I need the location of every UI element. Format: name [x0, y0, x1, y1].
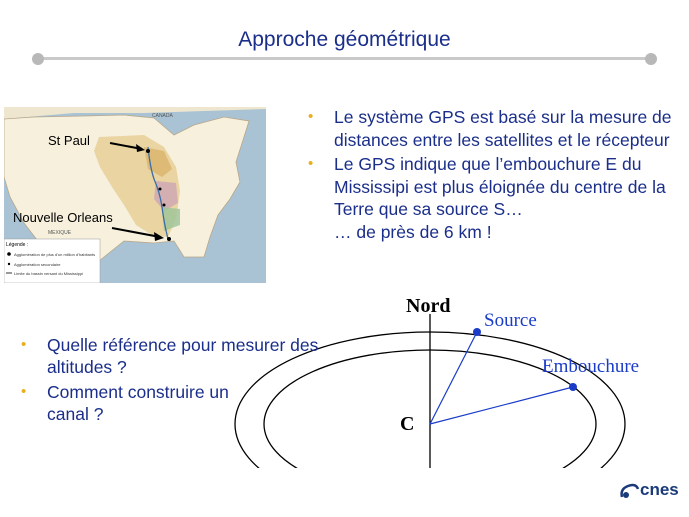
- map-canada: [4, 107, 266, 119]
- city-marker: [158, 187, 162, 191]
- logo-dot-icon: [623, 492, 629, 498]
- logo-swoosh-icon: [620, 483, 640, 498]
- left-bullet-list: •Quelle référence pour mesurer des altit…: [21, 334, 321, 425]
- earth-diagram: Nord Source Embouchure C: [234, 295, 639, 468]
- cnes-logo: [620, 483, 640, 498]
- rule-left-dot: [32, 53, 44, 65]
- bullet-marker: •: [308, 155, 314, 172]
- orleans-marker: [167, 237, 171, 241]
- legend-marker-large: [7, 252, 11, 256]
- mississippi-river: [147, 146, 169, 240]
- label-nouvelle-orleans: Nouvelle Orleans: [13, 210, 113, 225]
- city-marker: [162, 203, 166, 207]
- legend-item: Agglomération secondaire: [14, 262, 61, 267]
- legend-marker-small: [7, 262, 11, 266]
- bullet-item: •Le système GPS est basé sur la mesure d…: [308, 107, 672, 150]
- bullet-item: •Comment construire un canal ?: [21, 382, 229, 424]
- bullet-marker: •: [308, 108, 314, 125]
- bullet-marker: •: [21, 383, 27, 400]
- arrow-orleans: [111, 227, 161, 238]
- label-st-paul: St Paul: [48, 133, 90, 148]
- source-point: [473, 328, 481, 336]
- sub-line: … de près de 6 km !: [334, 221, 492, 242]
- line-to-embouchure: [429, 386, 574, 425]
- bullet-item: •Le GPS indique que l’embouchure E du Mi…: [308, 154, 666, 219]
- mississippi-map: CANADA MEXIQUE St Paul Nouvelle Orleans …: [4, 107, 266, 283]
- title-rule: [38, 57, 652, 60]
- stpaul-marker: [146, 149, 150, 153]
- label-center: C: [400, 413, 414, 435]
- legend-item: Limite du bassin versant du Mississippi: [14, 271, 83, 276]
- label-embouchure: Embouchure: [542, 356, 639, 377]
- line-to-source: [429, 331, 478, 425]
- arrow-st-paul-head: [136, 144, 145, 152]
- legend-item: Agglomération de plus d'un million d'hab…: [14, 252, 95, 257]
- right-bullet-list: •Le système GPS est basé sur la mesure d…: [308, 106, 688, 243]
- map-basin-south: [162, 207, 180, 231]
- legend-title: Légende :: [6, 242, 28, 248]
- embouchure-point: [569, 383, 577, 391]
- label-source: Source: [484, 310, 537, 331]
- arrow-orleans-head: [154, 232, 164, 241]
- map-mexique-label: MEXIQUE: [48, 230, 72, 236]
- map-canada-label: CANADA: [152, 113, 174, 119]
- map-legend: [4, 238, 101, 283]
- rule-right-dot: [645, 53, 657, 65]
- label-nord: Nord: [406, 295, 450, 317]
- bullet-marker: •: [21, 336, 27, 353]
- bullet-item: •Quelle référence pour mesurer des altit…: [21, 335, 319, 377]
- cnes-logo-text: cnes: [640, 480, 679, 499]
- slide-title: Approche géométrique: [238, 28, 451, 51]
